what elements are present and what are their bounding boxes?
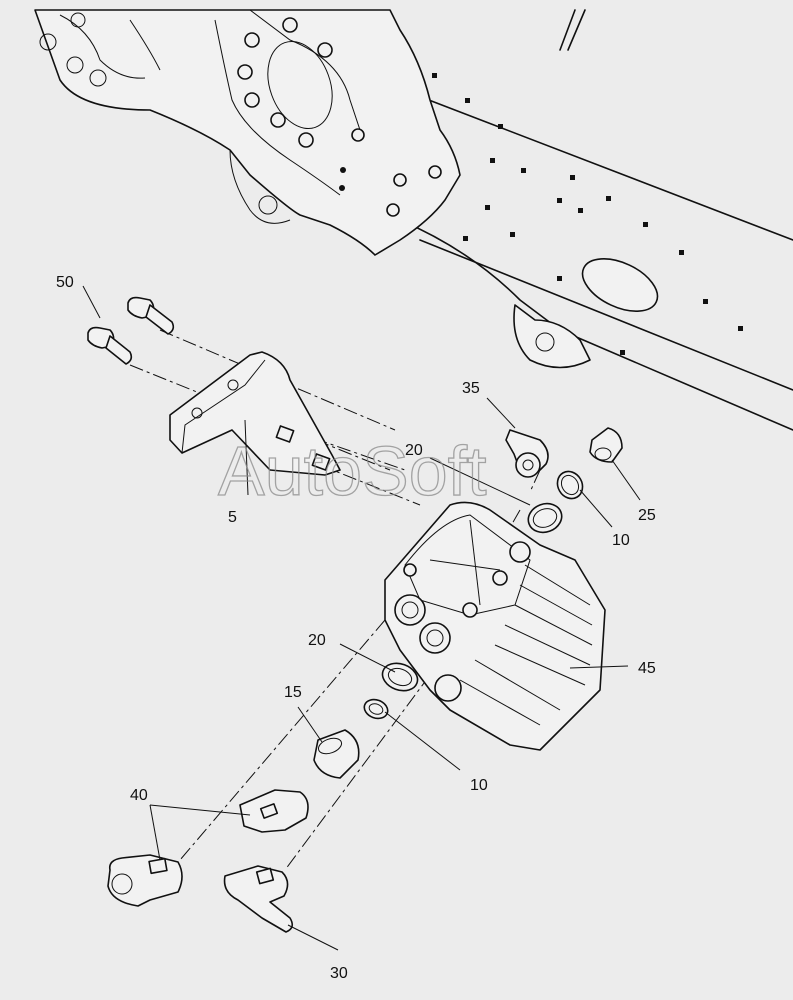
bolts-50 [87, 296, 175, 365]
callouts: 50 5 35 20 25 10 45 20 15 10 40 30 [56, 274, 656, 982]
cross-member-bracket [34, 9, 461, 256]
seal-ring-20-upper [527, 502, 563, 534]
mounting-bracket-5 [169, 351, 341, 476]
callout-10-lower: 10 [470, 777, 488, 794]
rail-holes [432, 73, 743, 355]
bolt-upper [127, 296, 175, 335]
callout-50: 50 [56, 274, 74, 291]
leader-lines [82, 285, 641, 951]
valve-port-left [394, 594, 426, 626]
frame-rail [199, 9, 793, 431]
callout-20-upper: 20 [405, 442, 423, 459]
valve-fins [459, 564, 593, 726]
callout-15: 15 [284, 684, 302, 701]
callout-35: 35 [462, 380, 480, 397]
elbow-fitting-40-lower [107, 854, 183, 907]
callout-45: 45 [638, 660, 656, 677]
valve-port-right [419, 622, 451, 654]
plug-25 [589, 427, 623, 463]
callout-20-lower: 20 [308, 632, 326, 649]
bracket-bolts [237, 17, 442, 217]
callout-5: 5 [228, 509, 237, 526]
sleeve-15 [313, 729, 360, 779]
callout-25: 25 [638, 507, 656, 524]
callout-30: 30 [330, 965, 348, 982]
elbow-fitting-40-upper [239, 789, 309, 833]
callout-10-upper: 10 [612, 532, 630, 549]
straight-fitting-30 [223, 865, 294, 933]
frame-oval-slot [581, 258, 659, 312]
callout-40: 40 [130, 787, 148, 804]
o-ring-10-lower [363, 698, 389, 720]
elbow-fitting-35 [505, 429, 549, 478]
valve-port-lower [434, 674, 462, 702]
watermark: AutoSoft [218, 432, 487, 510]
bolt-lower [87, 326, 133, 365]
valve-assembly-45 [384, 501, 606, 751]
o-ring-10-upper [556, 470, 584, 500]
